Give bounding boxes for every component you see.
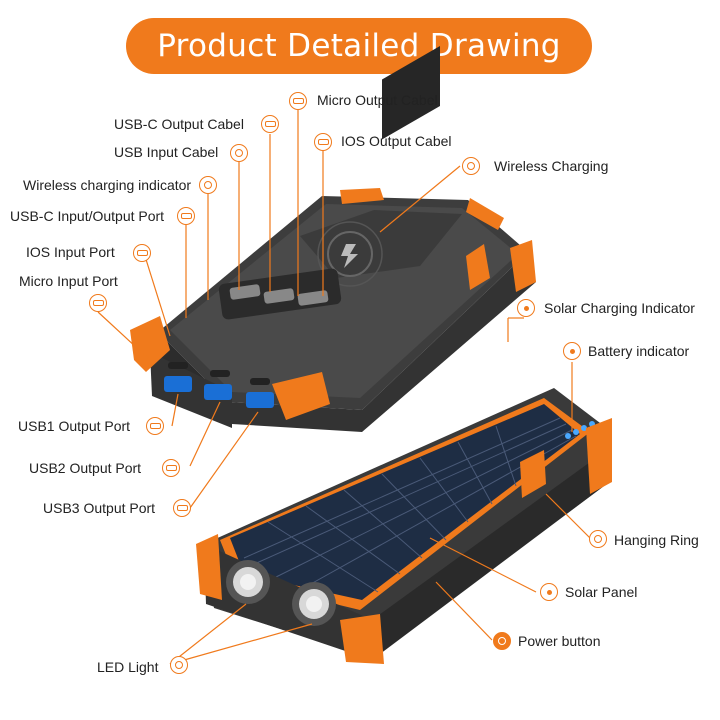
label-usb2-output-port: USB2 Output Port: [29, 460, 142, 476]
solar-panel-icon: [540, 583, 558, 601]
led-lights: [226, 560, 336, 626]
usb-ports: [164, 362, 274, 408]
label-usb3-output-port: USB3 Output Port: [43, 500, 156, 516]
ios-port-icon: [133, 244, 151, 262]
label-micro-output-cabel: Micro Output Cabel: [317, 92, 438, 108]
usb-port-icon: [146, 417, 164, 435]
label-battery-indicator: Battery indicator: [588, 343, 690, 359]
battery-icon: [563, 342, 581, 360]
label-usb1-output-port: USB1 Output Port: [18, 418, 131, 434]
label-usbc-output-cabel: USB-C Output Cabel: [114, 116, 244, 132]
usbc-port-icon: [177, 207, 195, 225]
led-icon: [170, 656, 188, 674]
label-hanging-ring: Hanging Ring: [614, 532, 699, 548]
label-ios-input-port: IOS Input Port: [26, 244, 115, 260]
usbc-cable-icon: [261, 115, 279, 133]
power-icon: [493, 632, 511, 650]
bottom-power-bank: [196, 388, 612, 664]
usb-cable-icon: [230, 144, 248, 162]
wireless-icon: [462, 157, 480, 175]
label-micro-input-port: Micro Input Port: [19, 273, 118, 289]
label-led-light: LED Light: [97, 659, 159, 675]
bottom-bumpers: [196, 418, 612, 664]
micro-port-icon: [89, 294, 107, 312]
top-bumpers: [130, 188, 536, 420]
sun-icon: [517, 299, 535, 317]
page-title: Product Detailed Drawing: [157, 28, 561, 64]
label-usb-input-cabel: USB Input Cabel: [114, 144, 219, 160]
label-power-button: Power button: [518, 633, 601, 649]
cable-bay: [218, 268, 342, 320]
wireless-indicator-icon: [199, 176, 217, 194]
label-wireless-charging: Wireless Charging: [494, 158, 609, 174]
label-solar-panel: Solar Panel: [565, 584, 638, 600]
callout-lines: [97, 110, 591, 665]
ring-icon: [589, 530, 607, 548]
title-banner: Product Detailed Drawing: [126, 18, 592, 74]
top-power-bank: [130, 45, 536, 432]
usb-port-icon: [173, 499, 191, 517]
label-wireless-charging-indicator: Wireless charging indicator: [23, 177, 192, 193]
label-usbc-input-output-port: USB-C Input/Output Port: [10, 208, 165, 224]
label-ios-output-cabel: IOS Output Cabel: [341, 133, 452, 149]
label-solar-charging-indicator: Solar Charging Indicator: [544, 300, 695, 316]
usb-port-icon: [162, 459, 180, 477]
micro-cable-icon: [289, 92, 307, 110]
ios-cable-icon: [314, 133, 332, 151]
